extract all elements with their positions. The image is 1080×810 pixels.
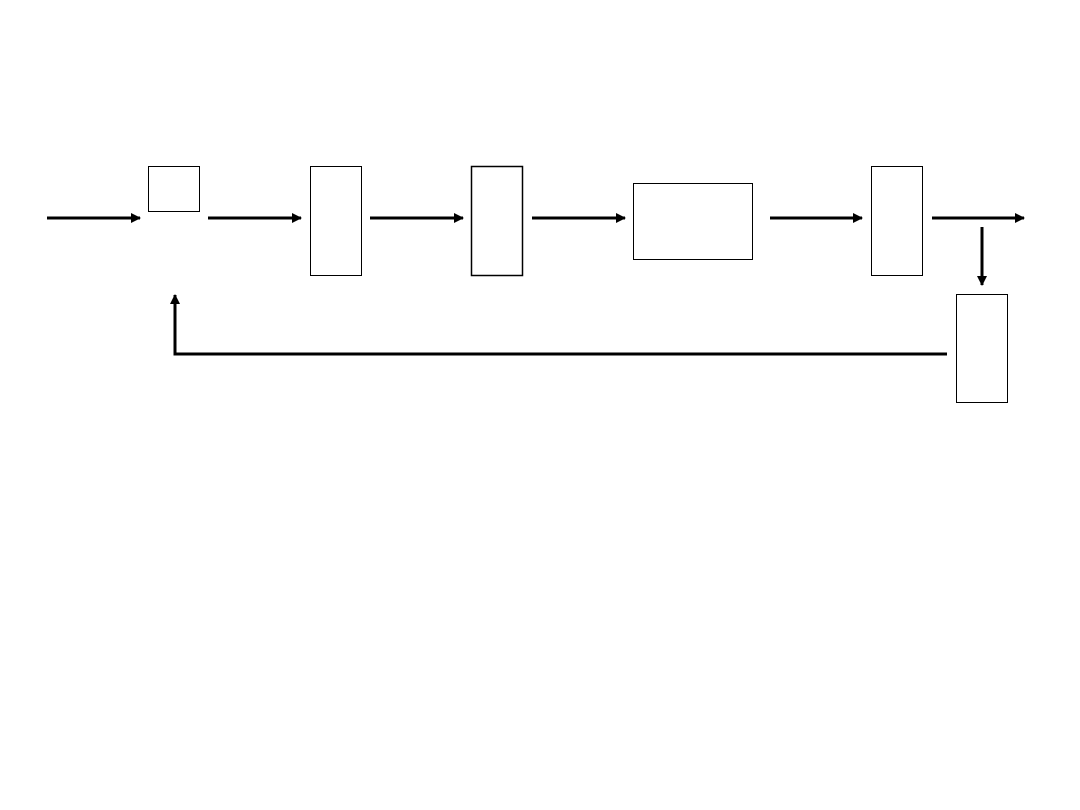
feedback-return-arrow [170,294,947,356]
block-3 [470,165,524,277]
block-4 [633,183,753,260]
summing-junction [148,166,200,212]
block-2 [310,166,362,276]
block-5 [871,166,923,276]
feedback-block [956,294,1008,403]
